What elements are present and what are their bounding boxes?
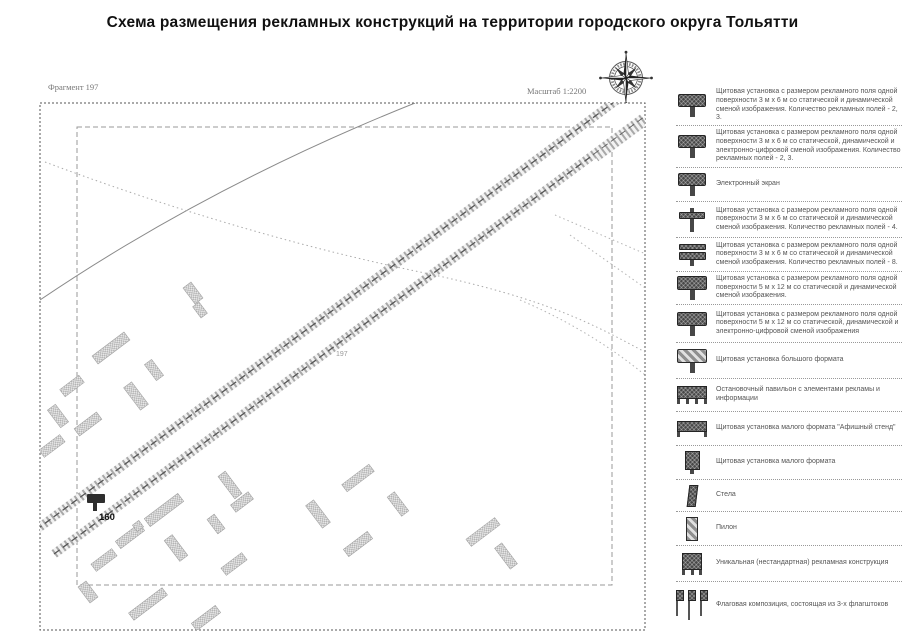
billboard-marker-icon: [87, 494, 105, 511]
legend-item-label: Щитовая установка с размером рекламного …: [716, 275, 898, 300]
electronic-screen-icon: [676, 173, 708, 196]
bus-pavilion-icon: [676, 386, 708, 404]
legend-item: Флаговая композиция, состоящая из 3-х фл…: [676, 582, 902, 628]
billboard-5x12-static-icon: [676, 276, 708, 300]
area-number-label: 197: [336, 351, 348, 358]
billboard-3x6-digital-icon: [676, 135, 708, 158]
legend-item-label: Уникальная (нестандартная) рекламная кон…: [716, 559, 889, 567]
billboard-5x12-digital-icon: [676, 311, 708, 336]
legend-item-label: Пилон: [716, 524, 737, 532]
legend-item: Щитовая установка с размером рекламного …: [676, 305, 902, 343]
legend-item: Щитовая установка большого формата: [676, 343, 902, 379]
map-panel: 197 160: [39, 102, 646, 631]
building-blocks: [40, 281, 518, 630]
legend-item-label: Щитовая установка с размером рекламного …: [716, 241, 898, 266]
legend-item-label: Щитовая установка с размером рекламного …: [716, 88, 898, 122]
legend-item: Щитовая установка малого формата "Афишны…: [676, 412, 902, 446]
legend-item-label: Щитовая установка большого формата: [716, 356, 844, 364]
legend-item-label: Щитовая установка малого формата: [716, 458, 836, 466]
legend-item-label: Щитовая установка с размером рекламного …: [716, 310, 899, 335]
main-road: [40, 103, 645, 558]
legend-item: Щитовая установка с размером рекламного …: [676, 238, 902, 272]
fragment-label: Фрагмент 197: [48, 82, 99, 92]
legend-item: Уникальная (нестандартная) рекламная кон…: [676, 546, 902, 582]
fragment-boundary: [76, 126, 613, 586]
legend-item: Щитовая установка с размером рекламного …: [676, 272, 902, 305]
legend-item: Щитовая установка малого формата: [676, 446, 902, 480]
legend-item: Щитовая установка с размером рекламного …: [676, 86, 902, 126]
legend-item-label: Щитовая установка с размером рекламного …: [716, 206, 898, 231]
billboard-3x6-static-icon: [676, 94, 708, 117]
legend-item: Пилон: [676, 512, 902, 546]
flag-composition-icon: [676, 590, 708, 620]
unique-structure-icon: [676, 552, 708, 575]
billboard-big-format-icon: [676, 348, 708, 373]
legend-item: Остановочный павильон с элементами рекла…: [676, 379, 902, 412]
billboard-3x6-8fields-icon: [676, 243, 708, 266]
legend-panel: Щитовая установка с размером рекламного …: [676, 86, 902, 628]
page-title: Схема размещения рекламных конструкций н…: [106, 14, 799, 31]
legend-item-label: Щитовая установка малого формата "Афишны…: [716, 424, 896, 432]
legend-item-label: Остановочный павильон с элементами рекла…: [716, 386, 880, 402]
compass-rose-icon: [599, 50, 653, 105]
legend-item-label: Электронный экран: [716, 180, 780, 188]
legend-item: Щитовая установка с размером рекламного …: [676, 126, 902, 168]
legend-item: Электронный экран: [676, 168, 902, 202]
scale-label: Масштаб 1:2200: [527, 86, 587, 96]
small-format-icon: [676, 451, 708, 474]
pylon-icon: [676, 516, 708, 541]
legend-item-label: Флаговая композиция, состоящая из 3-х фл…: [716, 600, 889, 608]
secondary-lines: [40, 103, 645, 376]
legend-item: Стела: [676, 480, 902, 512]
legend-item: Щитовая установка с размером рекламного …: [676, 202, 902, 238]
legend-item-label: Щитовая установка с размером рекламного …: [716, 129, 901, 163]
marker-number-label: 160: [99, 512, 115, 523]
billboard-3x6-4fields-icon: [676, 207, 708, 232]
afisha-stand-icon: [676, 420, 708, 437]
stela-icon: [676, 484, 708, 507]
legend-item-label: Стела: [716, 491, 736, 499]
